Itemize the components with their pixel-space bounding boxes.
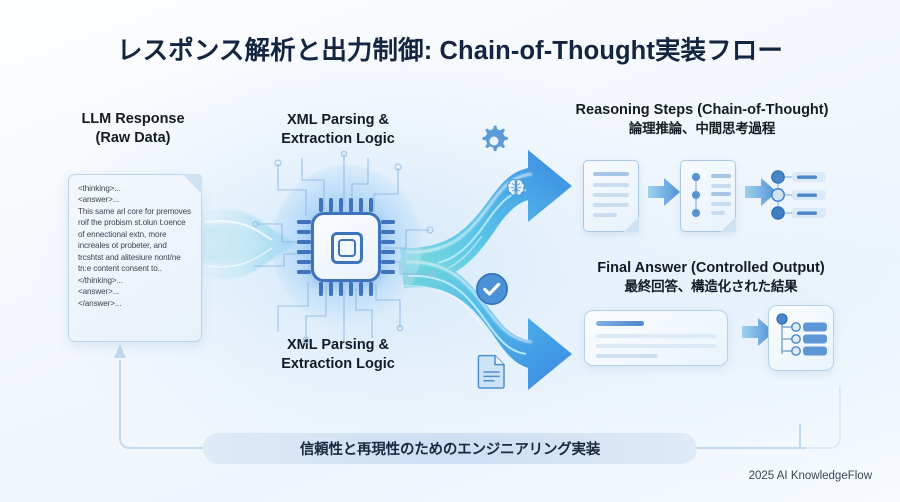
bottom-banner: 信頼性と再現性のためのエンジニアリング実装 (203, 433, 697, 464)
heading-llm-response: LLM Response (Raw Data) (48, 110, 218, 148)
heading-xml-parsing-top-line1: XML Parsing & (286, 112, 390, 128)
heading-final-answer-ja: 最終回答、構造化された結果 (624, 279, 798, 295)
reasoning-document-1 (583, 160, 639, 232)
chip-pins (297, 198, 395, 296)
llm-raw-response-text: <thinking>... <answer>... This same arl … (78, 184, 191, 308)
heading-llm-response-line2: (Raw Data) (95, 130, 171, 147)
gear-icon (475, 122, 513, 165)
tree-hierarchy-icon (776, 313, 827, 356)
structured-result-card (768, 305, 834, 371)
circuit-traces-icon (252, 150, 436, 344)
heading-xml-parsing-top: XML Parsing & Extraction Logic (248, 111, 428, 149)
reasoning-document-2 (680, 160, 736, 232)
timeline-bullets-icon (691, 172, 701, 218)
heading-reasoning-steps: Reasoning Steps (Chain-of-Thought) 論理推論、… (540, 101, 864, 138)
heading-final-answer: Final Answer (Controlled Output) 最終回答、構造… (556, 259, 866, 296)
document-icon (477, 353, 507, 394)
heading-llm-response-line1: LLM Response (81, 111, 185, 127)
arrow-right-group (648, 178, 777, 346)
heading-reasoning-steps-en: Reasoning Steps (Chain-of-Thought) (575, 102, 829, 118)
llm-raw-response-document: <thinking>... <answer>... This same arl … (68, 174, 202, 342)
heading-xml-parsing-bottom-line1: XML Parsing & (286, 337, 390, 353)
bottom-banner-label: 信頼性と再現性のためのエンジニアリング実装 (299, 442, 601, 458)
node-list-diagram (771, 170, 826, 220)
footer-credit: 2025 AI KnowledgeFlow (748, 470, 872, 482)
page-title: レスポンス解析と出力制御: Chain-of-Thought実装フロー (117, 37, 783, 65)
heading-xml-parsing-bottom-line2: Extraction Logic (281, 356, 395, 373)
heading-xml-parsing-bottom: XML Parsing & Extraction Logic (248, 336, 428, 374)
final-answer-card (584, 310, 728, 366)
cpu-chip-icon (311, 212, 381, 282)
heading-reasoning-steps-ja: 論理推論、中間思考過程 (628, 121, 776, 137)
heading-final-answer-en: Final Answer (Controlled Output) (597, 260, 825, 276)
xml-parser-chip (248, 150, 438, 345)
brain-icon (503, 176, 529, 207)
heading-xml-parsing-top-line2: Extraction Logic (281, 131, 395, 148)
check-circle-icon (475, 272, 509, 311)
